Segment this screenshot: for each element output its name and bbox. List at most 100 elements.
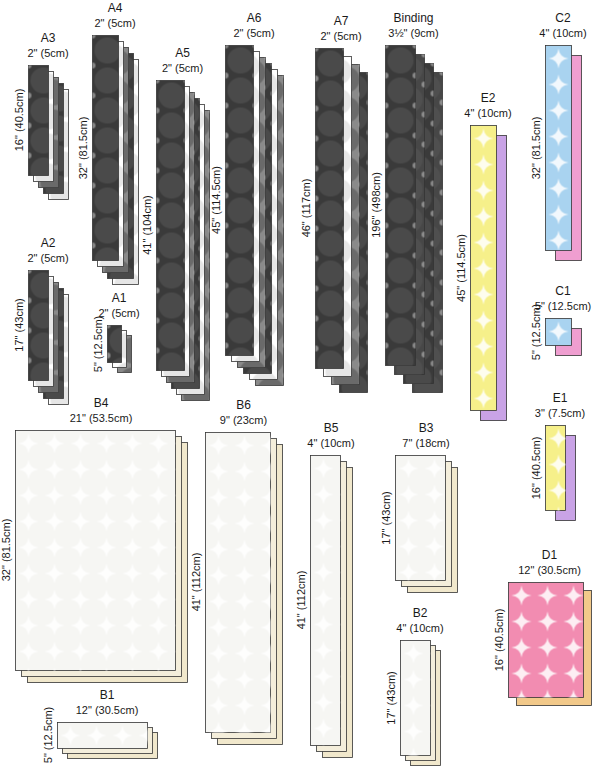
fabric-strips bbox=[225, 45, 285, 387]
width-dimension: 7" (18cm) bbox=[402, 436, 449, 450]
length-dimension: 16" (40.5cm) bbox=[12, 89, 26, 152]
fabric-print bbox=[471, 126, 497, 411]
fabric-print bbox=[58, 723, 148, 749]
fabric-layer bbox=[311, 456, 341, 746]
fabric-strip-stack: A42" (5cm)32" (81.5cm) bbox=[92, 35, 118, 260]
length-dimension: 17" (43cm) bbox=[384, 671, 398, 724]
fabric-layer bbox=[108, 326, 122, 363]
length-dimension: 41" (104cm) bbox=[140, 195, 154, 255]
fabric-print bbox=[386, 46, 416, 366]
length-dimension: 17" (43cm) bbox=[12, 298, 26, 351]
fabric-strips bbox=[205, 432, 284, 746]
width-dimension: 12" (30.5cm) bbox=[76, 703, 139, 717]
fabric-strip-stack: E13" (7.5cm)16" (40.5cm) bbox=[545, 425, 565, 510]
fabric-strips bbox=[508, 582, 593, 707]
fabric-strip-stack: E24" (10cm)45" (114.5cm) bbox=[470, 125, 496, 410]
fabric-strip-stack: A32" (5cm)16" (40.5cm) bbox=[28, 65, 48, 175]
fabric-strip bbox=[206, 433, 271, 733]
fabric-layer bbox=[546, 426, 566, 511]
fabric-strip bbox=[29, 66, 49, 176]
width-dimension: 3" (7.5cm) bbox=[535, 406, 585, 420]
fabric-layer bbox=[157, 81, 185, 371]
fabric-layer bbox=[509, 583, 584, 698]
fabric-strip-stack: A12" (5cm)5" (12.5cm) bbox=[107, 325, 121, 362]
fabric-print bbox=[226, 46, 254, 356]
fabric-print bbox=[157, 81, 185, 371]
length-dimension: 196" (498cm) bbox=[369, 172, 383, 238]
fabric-layer bbox=[471, 126, 497, 411]
length-dimension: 5" (12.5cm) bbox=[91, 315, 105, 371]
fabric-strip-stack: B421" (53.5cm)32" (81.5cm) bbox=[15, 430, 175, 670]
fabric-strips bbox=[545, 318, 583, 357]
fabric-layer bbox=[401, 641, 431, 756]
fabric-print bbox=[29, 271, 49, 381]
length-dimension: 17" (43cm) bbox=[379, 491, 393, 544]
piece-label: D1 bbox=[542, 548, 557, 562]
fabric-layer bbox=[16, 431, 176, 671]
fabric-print bbox=[29, 66, 49, 176]
width-dimension: 9" (23cm) bbox=[220, 413, 267, 427]
width-dimension: 4" (10cm) bbox=[464, 106, 511, 120]
piece-label: A2 bbox=[41, 236, 56, 250]
width-dimension: 2" (5cm) bbox=[320, 29, 361, 43]
length-dimension: 45" (114.5cm) bbox=[454, 234, 468, 302]
fabric-strip bbox=[58, 723, 148, 749]
piece-label: Binding bbox=[393, 11, 433, 25]
fabric-strips bbox=[385, 45, 444, 394]
piece-label: B6 bbox=[236, 398, 251, 412]
fabric-strip bbox=[108, 326, 122, 363]
width-dimension: 2" (5cm) bbox=[233, 26, 274, 40]
fabric-layer bbox=[546, 46, 572, 251]
width-dimension: 4" (10cm) bbox=[396, 621, 443, 635]
piece-label: A6 bbox=[247, 11, 262, 25]
length-dimension: 5" (12.5cm) bbox=[529, 303, 543, 359]
width-dimension: 2" (5cm) bbox=[98, 306, 139, 320]
fabric-strip-stack: D112" (30.5cm)16" (40.5cm) bbox=[508, 582, 583, 697]
piece-label: E1 bbox=[553, 391, 568, 405]
fabric-print bbox=[546, 426, 566, 511]
piece-label: B5 bbox=[324, 421, 339, 435]
fabric-strip bbox=[509, 583, 584, 698]
fabric-print bbox=[16, 431, 176, 671]
fabric-strip bbox=[157, 81, 185, 371]
piece-label: B4 bbox=[94, 396, 109, 410]
fabric-strip-stack: B69" (23cm)41" (112cm) bbox=[205, 432, 270, 732]
width-dimension: 2" (5cm) bbox=[94, 16, 135, 30]
length-dimension: 41" (112cm) bbox=[189, 553, 203, 612]
length-dimension: 45" (114.5cm) bbox=[209, 166, 223, 234]
fabric-strips bbox=[28, 65, 70, 201]
fabric-print bbox=[546, 319, 572, 346]
fabric-strip-stack: B24" (10cm)17" (43cm) bbox=[400, 640, 430, 755]
piece-label: B2 bbox=[413, 606, 428, 620]
fabric-layer bbox=[58, 723, 148, 749]
fabric-strip-stack: C15" (12.5cm)5" (12.5cm) bbox=[545, 318, 571, 345]
fabric-strips bbox=[315, 48, 369, 394]
width-dimension: 12" (30.5cm) bbox=[518, 563, 581, 577]
piece-label: A3 bbox=[41, 31, 56, 45]
fabric-strip-stack: B112" (30.5cm)5" (12.5cm) bbox=[57, 722, 147, 748]
fabric-strip-stack: A22" (5cm)17" (43cm) bbox=[28, 270, 48, 380]
fabric-strip bbox=[386, 46, 416, 366]
fabric-strip bbox=[396, 456, 446, 581]
fabric-strip-stack: A72" (5cm)46" (117cm) bbox=[315, 48, 343, 368]
fabric-layer bbox=[316, 49, 344, 369]
piece-label: A5 bbox=[175, 46, 190, 60]
width-dimension: 4" (10cm) bbox=[539, 26, 586, 40]
fabric-strips bbox=[310, 455, 354, 759]
fabric-print bbox=[401, 641, 431, 756]
fabric-strips bbox=[470, 125, 508, 422]
fabric-strip bbox=[401, 641, 431, 756]
fabric-strip-stack: A52" (5cm)41" (104cm) bbox=[156, 80, 184, 370]
fabric-strips bbox=[92, 35, 140, 286]
width-dimension: 4" (10cm) bbox=[307, 436, 354, 450]
fabric-strip bbox=[93, 36, 119, 261]
fabric-strips bbox=[57, 722, 159, 760]
width-dimension: 21" (53.5cm) bbox=[70, 411, 133, 425]
fabric-strip bbox=[311, 456, 341, 746]
fabric-print bbox=[546, 46, 572, 251]
fabric-strips bbox=[15, 430, 189, 684]
width-dimension: 2" (5cm) bbox=[162, 61, 203, 75]
fabric-layer bbox=[546, 319, 572, 346]
fabric-strip bbox=[226, 46, 254, 356]
piece-label: A7 bbox=[334, 14, 349, 28]
